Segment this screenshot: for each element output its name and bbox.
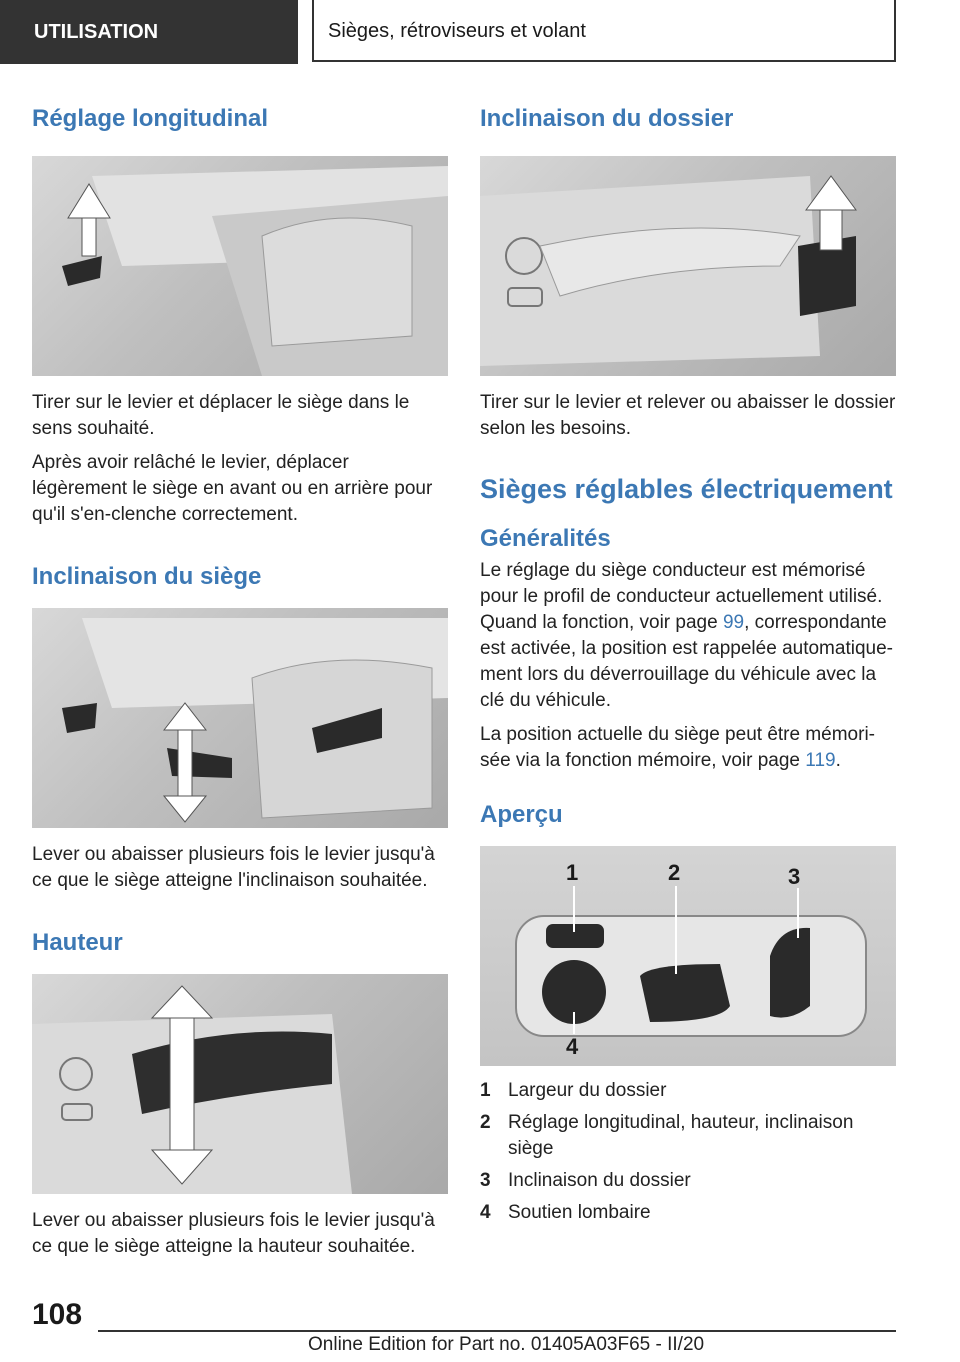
seat-longitudinal-image [32,156,448,376]
paragraph: Tirer sur le levier et déplacer le siège… [32,392,410,439]
heading-generalites: Généralités [480,525,611,552]
heading-apercu: Aperçu [480,801,563,828]
seat-height-image [32,974,448,1194]
heading-inclinaison-siege: Inclinaison du siège [32,563,262,590]
right-column: Inclinaison du dossier Tirer sur le levi… [480,96,896,1226]
heading-hauteur: Hauteur [32,929,123,956]
heading-reglage-longitudinal: Réglage longitudinal [32,105,269,132]
footer-divider [98,1330,896,1332]
seat-controls-image: 1 2 3 4 [480,846,896,1066]
page-link-99[interactable]: 99 [722,612,745,633]
page-link-119[interactable]: 119 [805,750,836,771]
paragraph: Lever ou abaisser plusieurs fois le levi… [32,1210,435,1257]
paragraph: La position actuelle du siège peut être … [480,724,876,771]
left-column: Réglage longitudinal Tirer sur le levier… [32,96,448,1260]
callout-2: 2 [668,860,680,885]
paragraph: Tirer sur le levier et relever ou abaiss… [480,392,896,439]
heading-sieges-electriques: Sièges réglables électriquement [480,474,893,504]
section-tab: UTILISATION [0,0,298,64]
paragraph: Après avoir relâché le levier, déplacer … [32,452,433,525]
page-number: 108 [32,1298,83,1331]
callout-4: 4 [566,1034,579,1059]
page-header: UTILISATION Sièges, rétroviseurs et vola… [0,0,960,66]
paragraph: Le réglage du siège conducteur est mémor… [480,560,893,711]
heading-inclinaison-dossier: Inclinaison du dossier [480,105,734,132]
seat-tilt-image [32,608,448,828]
callout-3: 3 [788,864,800,889]
footer-edition: Online Edition for Part no. 01405A03F65 … [308,1334,705,1355]
backrest-tilt-image [480,156,896,376]
callout-1: 1 [566,860,578,885]
chapter-title: Sièges, rétroviseurs et volant [312,0,896,62]
paragraph: Lever ou abaisser plusieurs fois le levi… [32,844,435,891]
